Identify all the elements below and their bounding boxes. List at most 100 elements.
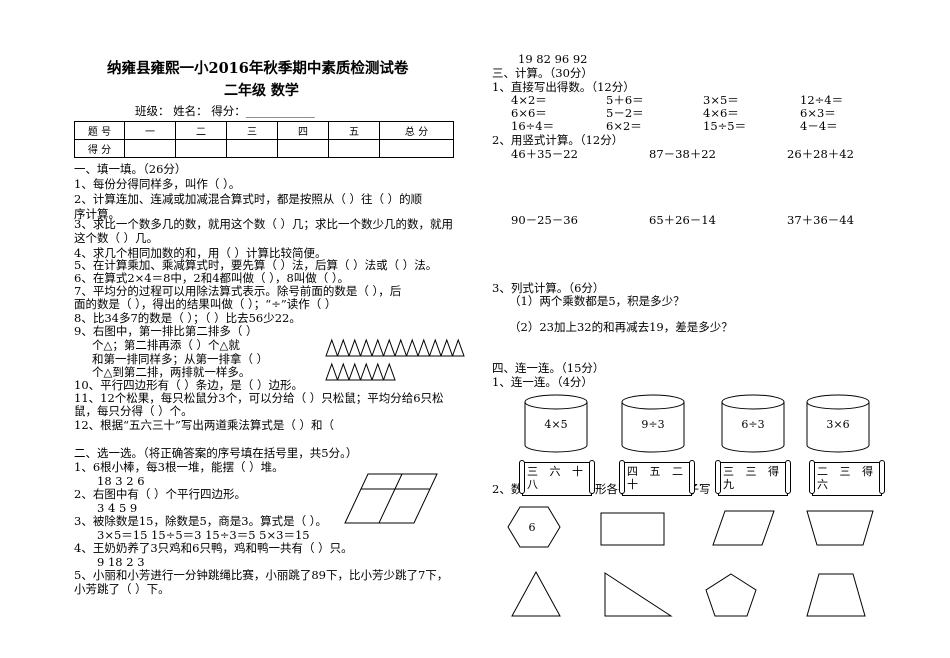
calc-item: 5－2＝ — [606, 106, 644, 120]
scroll-text: 九 — [723, 478, 738, 491]
question-text: （1）两个乘数都是5，积是多少？ — [509, 294, 685, 308]
score-value-row: 得 分 — [74, 139, 454, 158]
question-text: 8、比34多7的数是（ ）；（ ）比去56少22。 — [74, 311, 301, 325]
triangle-mark — [325, 338, 339, 357]
question-text: 2、数 — [492, 482, 523, 496]
multiplication-rhyme-scroll: 三 六 十 八 — [519, 460, 595, 496]
calc-item: 4－4＝ — [800, 119, 838, 133]
calc-item: 6×3＝ — [800, 106, 836, 120]
vertical-calc-item: 90－25－36 — [511, 213, 578, 227]
question-text: 个△；第二排再添（ ）个△就 — [92, 338, 240, 352]
scroll-text: 四 五 二 — [627, 465, 687, 478]
score-blank[interactable] — [277, 139, 329, 158]
question-text: 4、求几个相同加数的和，用（ ）计算比较简便。 — [74, 246, 327, 260]
triangle-row-1 — [325, 338, 465, 357]
vertical-calc-item: 37＋36－44 — [787, 213, 854, 227]
score-cell: 五 — [328, 121, 380, 140]
calc-item: 6×6＝ — [511, 106, 547, 120]
right-triangle-shape — [604, 572, 673, 617]
question-text: 鼠，每只分得（ ）个。 — [74, 404, 193, 418]
score-cell: 三 — [226, 121, 278, 140]
score-blank[interactable] — [175, 139, 227, 158]
triangle-mark — [325, 362, 339, 381]
score-cell: 二 — [175, 121, 227, 140]
calc-item: 4×6＝ — [703, 106, 739, 120]
triangle-rows-figure — [325, 338, 465, 381]
scroll-text: 十 — [627, 478, 642, 491]
parallelogram-divider — [378, 473, 403, 524]
vertical-calc-item: 65＋26－14 — [649, 213, 716, 227]
question-text: 和第一排同样多；从第一排拿（ ） — [92, 352, 269, 366]
question-text: 5、在计算乘加、乘减算式时，要先算（ ）法，后算（ ）法或（ ）法。 — [74, 258, 438, 272]
scroll-text: 二 三 得 — [817, 465, 877, 478]
question-text: 9、右图中，第一排比第二排多（ ） — [74, 324, 258, 338]
question-text: 7、平均分的过程可以用除法算式表示。除号前面的数是（ ），后 — [74, 284, 402, 298]
score-cell: 得 分 — [74, 139, 125, 158]
multiplication-rhyme-scroll: 三 三 得 九 — [715, 460, 791, 496]
subsection-heading: 1、连一连。（4分） — [492, 375, 593, 389]
triangle-mark — [371, 362, 385, 381]
shapes-row-1: 6 — [507, 506, 874, 548]
choice-options: 9 18 2 3 — [97, 555, 145, 569]
triangle-mark — [359, 338, 373, 357]
rectangle-shape — [600, 512, 665, 546]
triangle-mark — [451, 338, 465, 357]
triangle-mark — [348, 362, 362, 381]
multiplication-rhyme-scroll: 四 五 二 十 — [619, 460, 695, 496]
student-info-line: 班级： 姓名： 得分：____________ — [135, 104, 315, 118]
choice-options: 18 3 2 6 — [97, 474, 145, 488]
section-3-heading: 三、计算。（30分） — [492, 66, 593, 80]
choice-options: 3×5＝15 15÷5＝3 15÷3＝5 5×3＝15 — [97, 528, 310, 542]
triangle-mark — [336, 338, 350, 357]
triangle-mark — [336, 362, 350, 381]
section-2-heading: 二、选一选。（将正确答案的序号填在括号里，共5分。） — [74, 446, 358, 460]
triangle-mark — [417, 338, 431, 357]
subsection-heading: 2、用竖式计算。（12分） — [492, 133, 624, 147]
question-text: （2）23加上32的和再减去19，差是多少？ — [509, 320, 733, 334]
triangle-mark — [382, 338, 396, 357]
scroll-text: 三 三 得 — [723, 465, 783, 478]
question-text: 1、6根小棒，每3根一堆，能摆（ ）堆。 — [74, 460, 284, 474]
cylinder-label: 6÷3 — [741, 418, 764, 431]
question-text: 3、求比一个数多几的数，就用这个数（ ）几；求比一个数少几的数，就用 — [74, 217, 453, 231]
calc-item: 6×2＝ — [606, 119, 642, 133]
score-blank[interactable] — [379, 139, 454, 158]
question-text: 12、根据“五六三十”写出两道乘法算式是（ ）和（ — [74, 418, 335, 432]
score-header-row: 题 号 一 二 三 四 五 总 分 — [74, 121, 454, 140]
triangle-mark — [394, 338, 408, 357]
cylinder-item: 4×5 — [524, 394, 588, 453]
pentagon-shape — [705, 573, 757, 617]
hexagon-label: 6 — [529, 521, 536, 534]
cylinder-item: 3×6 — [806, 394, 870, 453]
section-1-heading: 一、填一填。（26分） — [74, 162, 187, 176]
cylinder-item: 6÷3 — [721, 394, 785, 453]
score-blank[interactable] — [328, 139, 380, 158]
triangle-mark — [371, 338, 385, 357]
calc-item: 15÷5＝ — [703, 119, 747, 133]
score-cell: 题 号 — [74, 121, 125, 140]
question-text: 11、12个松果，每只松鼠分3个，可以分给（ ）只松鼠；平均分给6只松 — [74, 391, 444, 405]
shapes-row-2 — [511, 570, 866, 617]
calc-item: 4×2＝ — [511, 93, 547, 107]
score-blank[interactable] — [226, 139, 278, 158]
calc-item: 16÷4＝ — [511, 119, 555, 133]
triangle-mark — [428, 338, 442, 357]
page-title: 纳雍县雍熙一小2016年秋季期中素质检测试卷 — [107, 60, 409, 77]
score-table: 题 号 一 二 三 四 五 总 分 得 分 — [74, 121, 454, 158]
triangle-mark — [440, 338, 454, 357]
calc-item: 3×5＝ — [703, 93, 739, 107]
question-text: 6、在算式2×4＝8中，2和4都叫做（ ），8叫做（ ）。 — [74, 271, 350, 285]
question-text: 1、每份分得同样多，叫作（ ）。 — [74, 177, 241, 191]
scroll-text: 三 六 十 — [527, 465, 587, 478]
cylinder-item: 9÷3 — [621, 394, 685, 453]
triangle-shape — [511, 570, 561, 617]
score-blank[interactable] — [124, 139, 176, 158]
score-cell: 一 — [124, 121, 176, 140]
triangle-mark — [348, 338, 362, 357]
question-text: 2、右图中有（ ）个平行四边形。 — [74, 487, 246, 501]
multiplication-rhyme-scroll: 二 三 得 六 — [809, 460, 885, 496]
question-text: 个△到第二排，两排就一样多。 — [92, 365, 251, 379]
choice-options: 3 4 5 9 — [97, 501, 138, 515]
vertical-calc-item: 87－38＋22 — [649, 147, 716, 161]
score-cell: 总 分 — [379, 121, 454, 140]
